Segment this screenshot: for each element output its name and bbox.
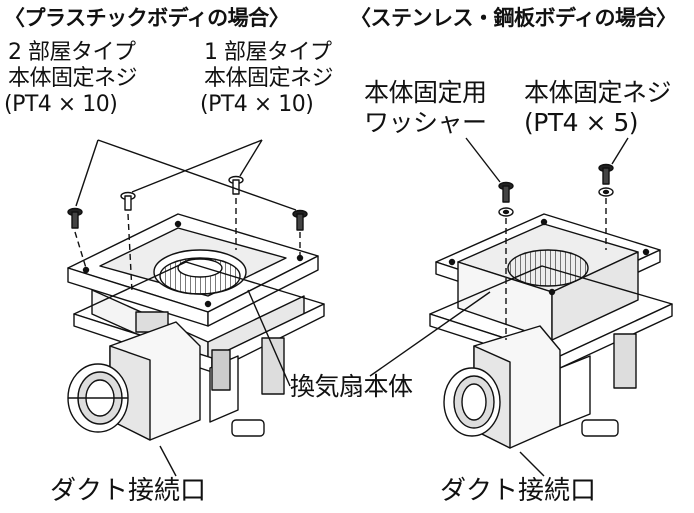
label-screw-steel-line2: (PT4 × 5) [524,108,639,137]
screw-icon-steel-a [498,181,514,203]
label-2room-line3: (PT4 × 10) [4,92,118,117]
screw-icon-1room-b [228,175,244,195]
label-screw-steel-line1: 本体固定ネジ [524,78,672,107]
label-1room-line3: (PT4 × 10) [200,92,314,117]
label-1room-line1: 1 部屋タイプ [204,40,332,65]
label-1room-line2: 本体固定ネジ [204,66,334,91]
fan-body-plastic [67,213,325,441]
label-duct-left: ダクト接続口 [50,476,207,506]
label-duct-right: ダクト接続口 [440,476,597,506]
washer-icon-a [498,207,514,217]
washer-icon-b [598,187,614,197]
screw-icon-2room-a [67,207,83,229]
screw-icon-2room-b [292,209,308,231]
label-2room-line2: 本体固定ネジ [8,66,138,91]
screw-icon-1room-a [120,191,136,211]
heading-plastic-body: 〈プラスチックボディの場合〉 [4,6,290,30]
heading-stainless-body: 〈ステンレス・鋼板ボディの場合〉 [350,6,677,30]
label-fan-body: 換気扇本体 [290,372,413,401]
fan-body-stainless [429,213,673,449]
label-washer-line2: ワッシャー [364,108,487,137]
screw-icon-steel-b [598,163,614,185]
label-washer-line1: 本体固定用 [364,78,487,107]
label-2room-line1: 2 部屋タイプ [8,40,136,65]
